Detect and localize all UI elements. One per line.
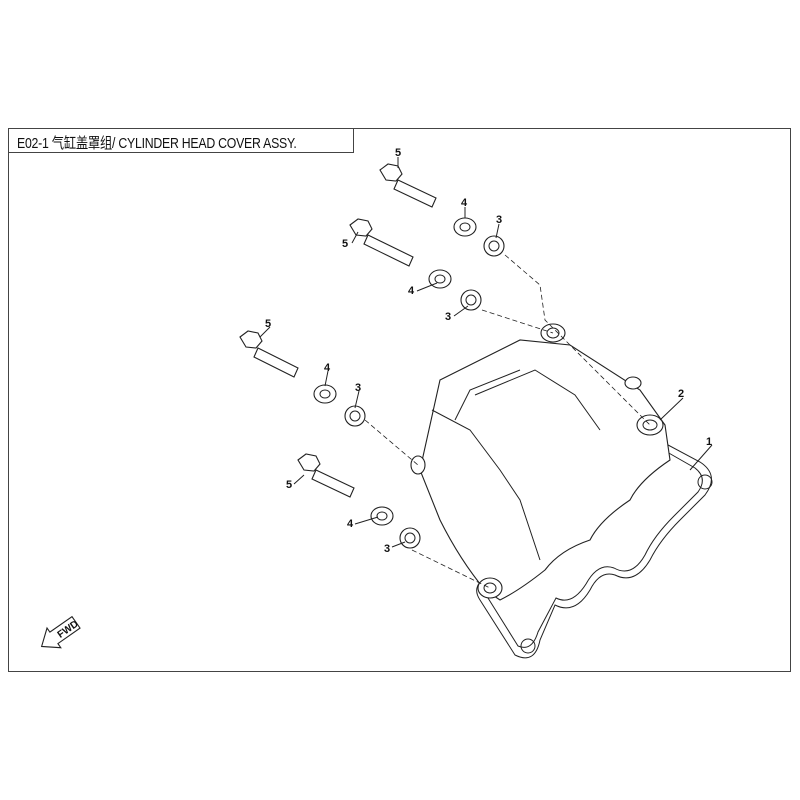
callout-1: 1 xyxy=(706,436,712,448)
callout-3: 3 xyxy=(496,214,502,226)
diagram-frame xyxy=(8,128,791,672)
callout-5: 5 xyxy=(395,147,401,159)
callout-4: 4 xyxy=(408,285,415,297)
fwd-arrow-icon: FWD xyxy=(40,615,81,649)
callout-5: 5 xyxy=(265,318,271,330)
callout-2: 2 xyxy=(678,388,684,400)
callout-3: 3 xyxy=(384,543,390,555)
title-box xyxy=(8,128,354,153)
callout-4: 4 xyxy=(324,362,331,374)
gasket xyxy=(476,429,712,659)
cylinder-head-cover xyxy=(419,339,671,601)
callout-4: 4 xyxy=(461,197,468,209)
callout-5: 5 xyxy=(342,238,348,250)
fastener-set-c xyxy=(239,330,366,427)
callout-5: 5 xyxy=(286,479,292,491)
callout-3: 3 xyxy=(355,382,361,394)
fastener-set-a xyxy=(379,163,505,257)
callout-4: 4 xyxy=(347,518,354,530)
callout-3: 3 xyxy=(445,311,451,323)
fastener-set-d xyxy=(297,453,421,549)
page-title: E02-1 气缸盖罩组/ CYLINDER HEAD COVER ASSY. xyxy=(17,135,297,152)
svg-text:FWD: FWD xyxy=(56,619,81,641)
